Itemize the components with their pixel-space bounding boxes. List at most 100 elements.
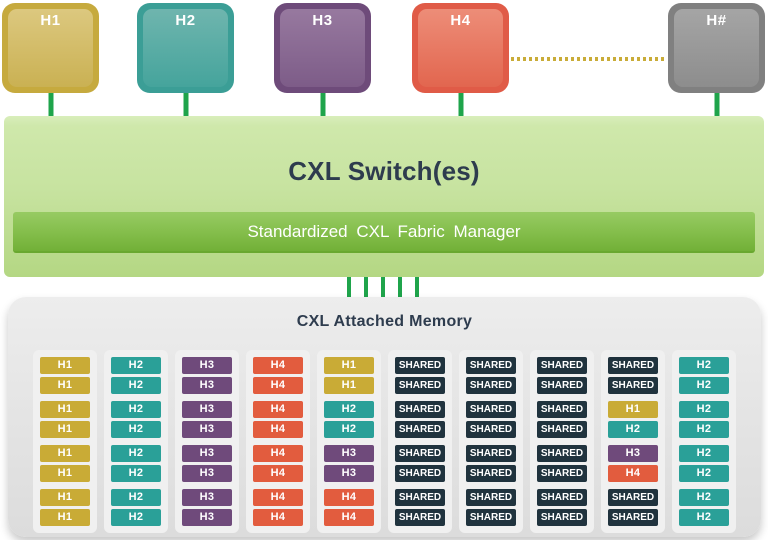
memory-cell: H3: [324, 465, 374, 482]
host-box-h2: H2: [137, 3, 234, 117]
host-expansion-dotted-link: [511, 57, 667, 61]
memory-cell: H2: [679, 421, 729, 438]
memory-cell: SHARED: [395, 401, 445, 418]
memory-cell: H2: [608, 421, 658, 438]
memory-cell: H2: [111, 465, 161, 482]
memory-cell: H1: [608, 401, 658, 418]
memory-cell: SHARED: [466, 509, 516, 526]
host-connector-line: [48, 93, 53, 117]
memory-cell: H3: [182, 509, 232, 526]
memory-cell: H3: [608, 445, 658, 462]
memory-cell: H2: [679, 445, 729, 462]
host-connector-line: [320, 93, 325, 117]
memory-cell: SHARED: [537, 489, 587, 506]
memory-cell: H1: [40, 421, 90, 438]
memory-cell: H2: [111, 377, 161, 394]
memory-cell: H4: [253, 489, 303, 506]
host-box-h3: H3: [274, 3, 371, 117]
memory-cell: H3: [182, 357, 232, 374]
memory-cell: SHARED: [608, 489, 658, 506]
memory-cell: SHARED: [395, 489, 445, 506]
memory-cell: SHARED: [395, 377, 445, 394]
memory-cell: H4: [253, 445, 303, 462]
memory-column-6: SHARED SHARED SHARED SHARED SHARED SHARED SHAR…: [388, 350, 452, 533]
fabric-manager-bar: Standardized CXL Fabric Manager: [13, 212, 755, 253]
memory-cell: SHARED: [537, 445, 587, 462]
host-box-h4: H4: [412, 3, 509, 117]
memory-cell: H2: [111, 401, 161, 418]
memory-cell: SHARED: [466, 489, 516, 506]
host-inner-panel: [143, 9, 228, 87]
memory-cell: SHARED: [466, 357, 516, 374]
host-inner-panel: [674, 9, 759, 87]
memory-cell: H2: [679, 509, 729, 526]
memory-cell: H3: [182, 445, 232, 462]
memory-cell: H4: [324, 509, 374, 526]
memory-cell: H2: [111, 357, 161, 374]
memory-cell: H2: [679, 489, 729, 506]
memory-cell: H4: [253, 421, 303, 438]
memory-cell: H2: [679, 357, 729, 374]
memory-cell: H2: [324, 421, 374, 438]
host-inner-panel: [8, 9, 93, 87]
memory-cell: H3: [182, 465, 232, 482]
memory-cell: H4: [253, 357, 303, 374]
memory-cell: SHARED: [466, 377, 516, 394]
memory-cell: H3: [182, 377, 232, 394]
memory-cell: SHARED: [537, 401, 587, 418]
memory-column-7: SHARED SHARED SHARED SHARED SHARED SHARED SHAR…: [459, 350, 523, 533]
memory-cell: SHARED: [537, 421, 587, 438]
memory-cell: H1: [40, 465, 90, 482]
switch-memory-connector-lines: [347, 277, 419, 298]
memory-cell: H1: [324, 357, 374, 374]
memory-cell: SHARED: [608, 357, 658, 374]
memory-cell: H3: [182, 401, 232, 418]
memory-cell: H3: [324, 445, 374, 462]
host-label: H4: [450, 12, 471, 29]
memory-cell: SHARED: [608, 509, 658, 526]
memory-title: CXL Attached Memory: [296, 313, 473, 330]
memory-cell: SHARED: [395, 421, 445, 438]
memory-cell: SHARED: [395, 465, 445, 482]
memory-cell: H2: [324, 401, 374, 418]
host-label: H1: [40, 12, 61, 29]
memory-cell: H1: [324, 377, 374, 394]
memory-cell: SHARED: [395, 357, 445, 374]
memory-cell: SHARED: [466, 421, 516, 438]
memory-cell: H2: [111, 489, 161, 506]
host-inner-panel: [280, 9, 365, 87]
memory-cell: H2: [111, 445, 161, 462]
memory-cell: H4: [253, 377, 303, 394]
host-connector-line: [183, 93, 188, 117]
memory-cell: H4: [608, 465, 658, 482]
memory-cell: SHARED: [466, 465, 516, 482]
memory-cell: SHARED: [608, 377, 658, 394]
memory-cell: H4: [253, 401, 303, 418]
memory-cell: H4: [253, 465, 303, 482]
host-inner-panel: [418, 9, 503, 87]
host-box-h1: H1: [2, 3, 99, 117]
memory-cell: SHARED: [395, 445, 445, 462]
memory-cell: SHARED: [537, 465, 587, 482]
memory-cell: SHARED: [466, 401, 516, 418]
switch-title: CXL Switch(es): [288, 156, 480, 186]
memory-cell: H3: [182, 489, 232, 506]
memory-cell: H1: [40, 377, 90, 394]
memory-cell: H2: [111, 509, 161, 526]
memory-cell: SHARED: [537, 509, 587, 526]
memory-cell: H4: [253, 509, 303, 526]
memory-cell: H3: [182, 421, 232, 438]
host-label: H#: [706, 12, 727, 29]
memory-cell: H2: [679, 377, 729, 394]
memory-cell: H2: [679, 401, 729, 418]
memory-cell: H2: [111, 421, 161, 438]
memory-cell: H1: [40, 445, 90, 462]
